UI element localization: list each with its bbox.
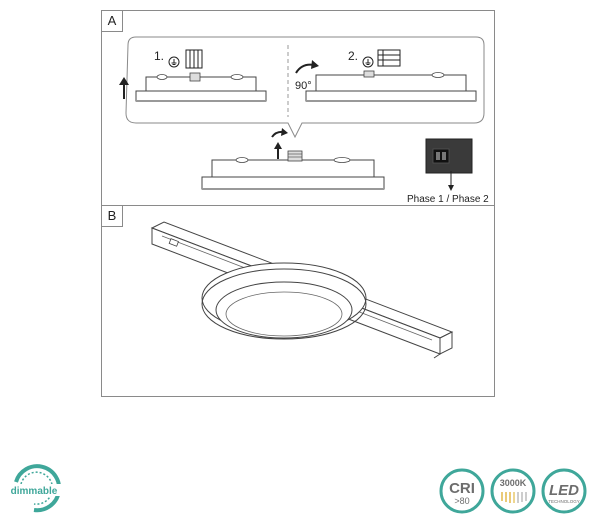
panel-b-label: B (102, 206, 123, 227)
step1-fixture (135, 72, 267, 102)
light-rays-icon (501, 492, 527, 503)
panel-b: B (101, 205, 495, 397)
step2-number: 2. (348, 49, 358, 63)
cri-text: CRI (449, 480, 475, 497)
led-text: LED (549, 482, 579, 499)
step2-rotate-arrow-icon (295, 60, 319, 74)
cct-badge: 3000K (490, 468, 536, 514)
panel-a-label: A (102, 11, 123, 32)
cri-value: >80 (454, 496, 469, 506)
step1-earth-symbol-icon (168, 56, 180, 68)
step2-connector-icon (377, 49, 401, 67)
main-rotate-arrow-icon (271, 128, 288, 138)
led-badge: LED TECHNOLOGY (541, 468, 587, 514)
main-fixture (201, 150, 385, 190)
panel-a: A 1. (101, 10, 495, 206)
main-up-arrow-icon (274, 142, 282, 159)
switch-caption: Phase 1 / Phase 2 (407, 194, 489, 205)
step1-connector-icon (185, 49, 203, 69)
cri-badge: CRI >80 (439, 468, 485, 514)
panel-b-drawing (150, 221, 454, 359)
phase-switch (425, 138, 473, 174)
cct-text: 3000K (500, 478, 527, 488)
step2-fixture (305, 70, 477, 102)
led-subtext: TECHNOLOGY (548, 499, 580, 504)
switch-pointer-icon (448, 171, 454, 191)
step1-number: 1. (154, 49, 164, 63)
dimmable-badge: dimmable (4, 458, 64, 518)
dimmable-text: dimmable (11, 486, 58, 497)
panel-a-drawing: 1. 90° 2. (119, 36, 489, 205)
rotation-angle: 90° (295, 80, 312, 92)
step1-up-arrow-icon (119, 77, 129, 99)
step2-earth-symbol-icon (362, 56, 374, 68)
round-luminaire (201, 262, 367, 340)
